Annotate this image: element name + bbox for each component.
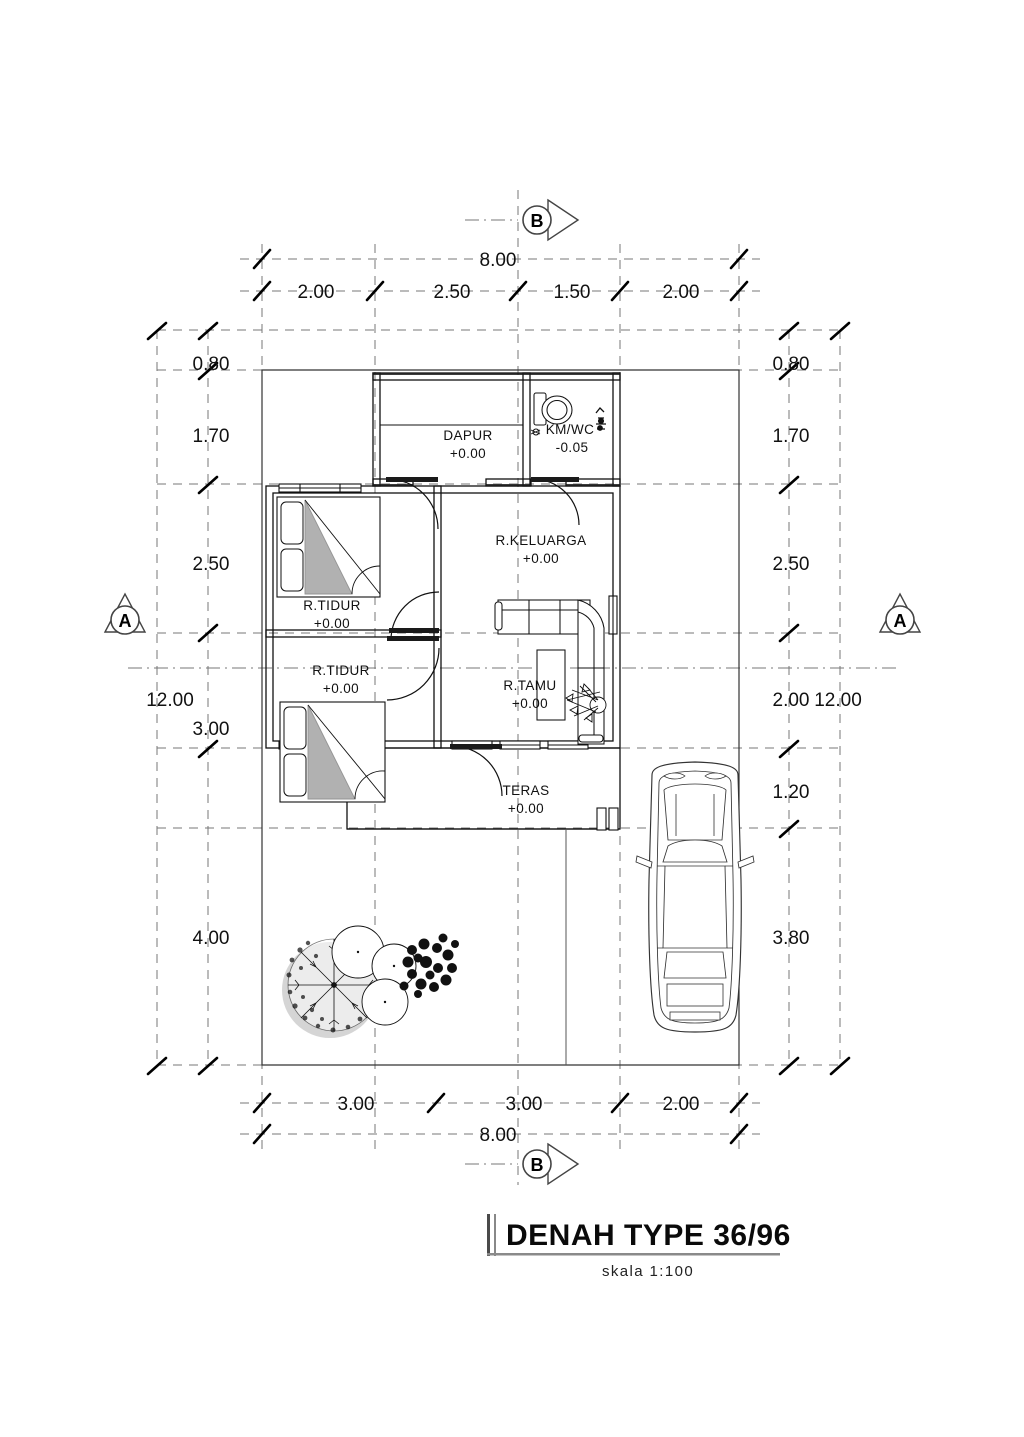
room-name-kmwc: KM/WC xyxy=(546,422,595,437)
floor-drain xyxy=(530,428,541,436)
section-label-a-left: A xyxy=(119,611,132,631)
room-name-tidur-2: R.TIDUR xyxy=(312,663,370,678)
room-label-tamu: R.TAMU +0.00 xyxy=(503,678,556,711)
window-bedroom1 xyxy=(278,483,362,493)
dim-left-2: 1.70 xyxy=(193,426,230,447)
dim-right-1: 0.80 xyxy=(773,354,810,375)
sheet-title: DENAH TYPE 36/96 xyxy=(506,1219,791,1252)
sheet-subtitle: skala 1:100 xyxy=(602,1263,694,1280)
dimension-tick-marks xyxy=(146,248,851,1145)
dim-top-3: 1.50 xyxy=(554,282,591,303)
room-name-dapur: DAPUR xyxy=(443,428,492,443)
room-name-tidur-1: R.TIDUR xyxy=(303,598,361,613)
dim-bottom-total: 8.00 xyxy=(480,1125,517,1146)
door-bedroom1 xyxy=(389,591,440,641)
room-label-kmwc: KM/WC -0.05 xyxy=(546,422,595,455)
section-axis-lines xyxy=(128,219,900,1165)
site-boundary xyxy=(261,369,740,1066)
plant-symbol xyxy=(565,683,607,723)
car-top-view xyxy=(635,761,755,1033)
dim-right-3: 2.50 xyxy=(773,554,810,575)
door-kmwc xyxy=(531,477,580,526)
title-rule-vertical xyxy=(487,1214,490,1256)
door-dapur xyxy=(386,477,439,530)
room-label-teras: TERAS +0.00 xyxy=(502,783,549,816)
l-shaped-sofa xyxy=(494,599,605,745)
section-circle xyxy=(110,605,140,635)
room-level-kmwc: -0.05 xyxy=(556,440,589,455)
room-level-keluarga: +0.00 xyxy=(523,551,559,566)
room-level-dapur: +0.00 xyxy=(450,446,486,461)
title-underline xyxy=(487,1253,780,1256)
dimension-labels: 8.00 2.00 2.50 1.50 2.00 3.00 3.00 2.00 … xyxy=(146,250,862,1146)
dim-right-4: 2.00 xyxy=(773,690,810,711)
section-circle xyxy=(885,605,915,635)
dim-bottom-2: 3.00 xyxy=(506,1094,543,1115)
section-marker-a-left[interactable]: A xyxy=(103,592,147,635)
door-bedroom2 xyxy=(386,636,440,701)
shrub-plan-symbol xyxy=(399,933,459,998)
room-level-tamu: +0.00 xyxy=(512,696,548,711)
dim-bottom-1: 3.00 xyxy=(338,1094,375,1115)
tree-plan-symbol xyxy=(282,925,417,1038)
dim-top-1: 2.00 xyxy=(298,282,335,303)
section-circle xyxy=(522,205,552,235)
room-label-dapur: DAPUR +0.00 xyxy=(443,428,492,461)
room-label-tidur-2: R.TIDUR +0.00 xyxy=(312,663,370,696)
bed-2 xyxy=(279,701,386,803)
section-label-b-bottom: B xyxy=(531,1155,544,1175)
section-marker-b-bottom[interactable]: B xyxy=(522,1142,580,1186)
room-label-tidur-1: R.TIDUR +0.00 xyxy=(303,598,361,631)
room-name-tamu: R.TAMU xyxy=(503,678,556,693)
dim-bottom-3: 2.00 xyxy=(663,1094,700,1115)
room-level-teras: +0.00 xyxy=(508,801,544,816)
door-entrance xyxy=(450,744,503,797)
section-label-a-right: A xyxy=(894,611,907,631)
coffee-table xyxy=(536,649,566,721)
dim-top-4: 2.00 xyxy=(663,282,700,303)
dim-left-1: 0.80 xyxy=(193,354,230,375)
dim-left-4: 3.00 xyxy=(193,719,230,740)
section-marker-b-top[interactable]: B xyxy=(522,198,580,242)
room-name-teras: TERAS xyxy=(502,783,549,798)
dim-left-3: 2.50 xyxy=(193,554,230,575)
shower-tap xyxy=(595,407,606,431)
title-rule-vertical-2 xyxy=(494,1214,496,1256)
room-label-keluarga: R.KELUARGA +0.00 xyxy=(495,533,586,566)
doors xyxy=(386,477,580,797)
room-level-tidur-2: +0.00 xyxy=(323,681,359,696)
wc-toilet xyxy=(533,392,573,426)
dim-right-2: 1.70 xyxy=(773,426,810,447)
dim-top-2: 2.50 xyxy=(434,282,471,303)
dim-right-5: 1.20 xyxy=(773,782,810,803)
room-name-keluarga: R.KELUARGA xyxy=(495,533,586,548)
dim-left-total: 12.00 xyxy=(146,690,194,711)
window-living-side xyxy=(608,595,618,635)
teras-openings xyxy=(596,807,619,831)
living-furniture xyxy=(494,599,607,745)
bed-1 xyxy=(276,496,381,598)
bed-symbols xyxy=(276,496,386,803)
dim-top-total: 8.00 xyxy=(480,250,517,271)
room-labels: DAPUR +0.00 KM/WC -0.05 R.TIDUR +0.00 R.… xyxy=(303,422,594,816)
dim-right-6: 3.80 xyxy=(773,928,810,949)
bathroom-fixtures xyxy=(530,392,606,436)
dim-left-5: 4.00 xyxy=(193,928,230,949)
section-marker-a-right[interactable]: A xyxy=(878,592,922,635)
room-level-tidur-1: +0.00 xyxy=(314,616,350,631)
section-circle xyxy=(522,1149,552,1179)
dim-right-total: 12.00 xyxy=(814,690,862,711)
title-block: DENAH TYPE 36/96 skala 1:100 xyxy=(487,1214,791,1280)
section-label-b-top: B xyxy=(531,211,544,231)
